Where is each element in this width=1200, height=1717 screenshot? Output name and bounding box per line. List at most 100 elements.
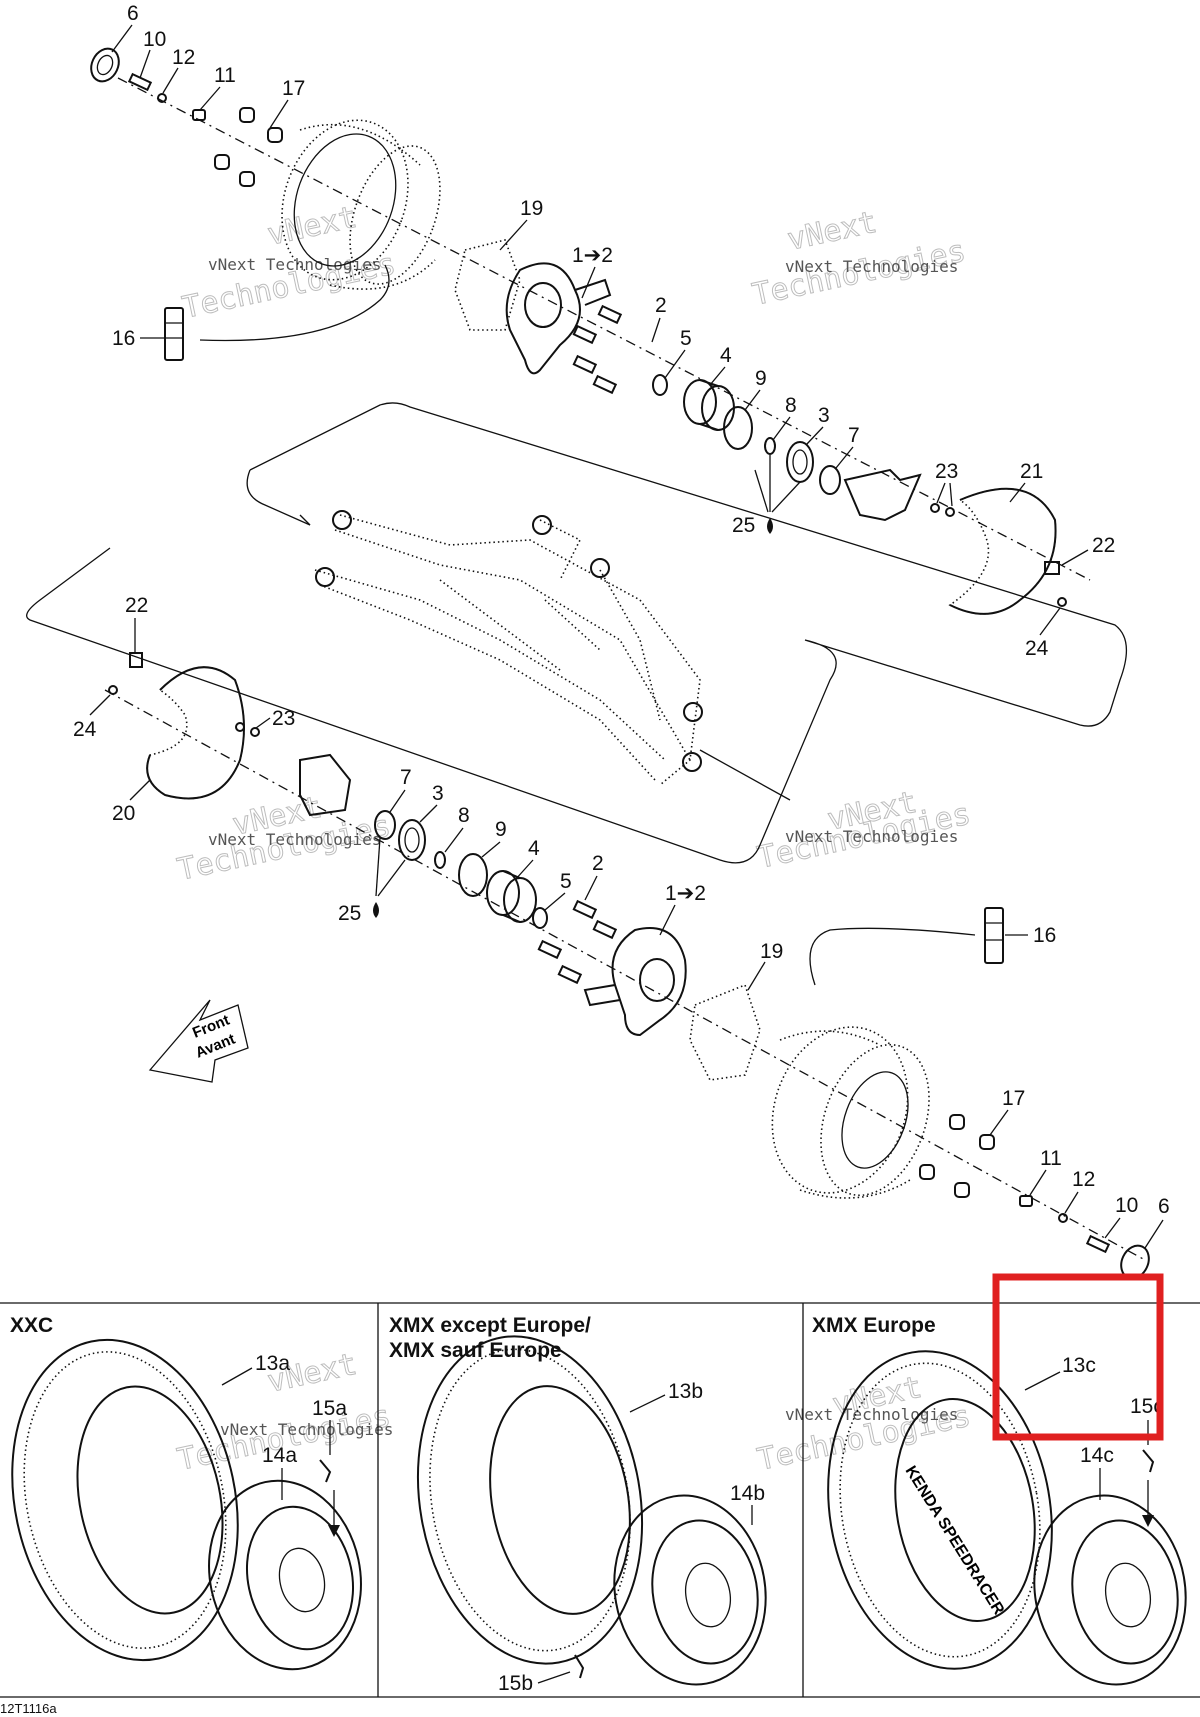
- watermark-group: vNext Technologies vNext Technologies vN…: [174, 199, 974, 1478]
- swing-arm-part: [599, 569, 661, 721]
- bolt-part: [592, 919, 618, 940]
- leader-line: [659, 904, 676, 936]
- callout-14b: 14b: [730, 1482, 765, 1505]
- rim-hub: [1104, 1562, 1152, 1628]
- callout-2: 2: [655, 294, 667, 317]
- bearing-part: [502, 914, 521, 923]
- drawing-code: 12T1116a: [0, 1701, 57, 1716]
- brake-disc-part: [146, 666, 245, 800]
- arrow-line: [699, 749, 791, 801]
- callout-9: 9: [755, 367, 767, 390]
- leader-line: [629, 1394, 666, 1413]
- leader-line: [664, 349, 686, 379]
- watermark-text: vNext: [264, 200, 360, 253]
- wheel-rim-part: [281, 119, 409, 281]
- panel-title-xxc: XXC: [10, 1314, 53, 1337]
- tire-brand-text: KENDA SPEEDRACER: [902, 1463, 1008, 1618]
- oil-drop-icon: [373, 902, 379, 918]
- leader-line: [754, 469, 769, 513]
- pivot-part: [683, 702, 703, 722]
- callout-7: 7: [848, 424, 860, 447]
- knuckle-part: [524, 282, 562, 328]
- leader-line: [221, 1367, 253, 1386]
- callout-8-lower: 8: [458, 804, 470, 827]
- panel-xmx-europe: XMX Europe KENDA SPEEDRACER 13c 15c 14c: [812, 1314, 1187, 1686]
- rim-part: [1033, 1494, 1187, 1686]
- leader-line: [1061, 549, 1089, 566]
- leader-line: [936, 482, 946, 504]
- wheel-rim-part: [293, 133, 397, 267]
- bolt-part: [127, 72, 153, 92]
- callout-14c: 14c: [1080, 1444, 1114, 1467]
- brake-disc-part: [948, 487, 1057, 615]
- bearing-part: [699, 379, 719, 387]
- wheel-nut-part: [239, 107, 255, 123]
- callout-12-lower: 12: [1072, 1168, 1095, 1191]
- callout-11: 11: [214, 64, 236, 87]
- leader-line: [255, 717, 271, 729]
- swing-arm-assembly: [26, 402, 1127, 864]
- tire-part: [827, 1350, 1053, 1670]
- callout-9-lower: 9: [495, 818, 507, 841]
- callout-24: 24: [1025, 637, 1049, 660]
- tire-part: [416, 1335, 644, 1665]
- callout-8: 8: [785, 394, 797, 417]
- callout-25: 25: [732, 514, 755, 537]
- knuckle-part: [505, 262, 581, 375]
- hub-flange-part: [843, 468, 922, 522]
- callouts-lower: 22 24 23 20 7 3 8 9 4 2 5 25 1➔2 19 16 1…: [73, 594, 1170, 1249]
- callout-16: 16: [112, 327, 135, 350]
- wheel-nut-part: [267, 127, 283, 143]
- callout-22: 22: [1092, 534, 1115, 557]
- watermark-text: vNext Technologies: [208, 830, 381, 849]
- callout-24-lower: 24: [73, 718, 97, 741]
- leader-line: [537, 1671, 571, 1684]
- valve-part: [984, 907, 1004, 964]
- arrow-head: [299, 514, 311, 526]
- callout-11-lower: 11: [1040, 1147, 1062, 1170]
- leader-line: [949, 482, 953, 507]
- callout-5-lower: 5: [560, 870, 572, 893]
- bolt-part: [572, 324, 598, 345]
- leader-line: [1009, 482, 1026, 503]
- leader-line: [1104, 1217, 1121, 1239]
- oring-part: [374, 810, 396, 840]
- screw-part: [108, 685, 118, 695]
- callout-2-lower: 2: [592, 852, 604, 875]
- arrow-head: [328, 1525, 340, 1537]
- panel-xmx-except-europe: XMX except Europe/ XMX sauf Europe 13b 1…: [389, 1314, 767, 1695]
- rim-part: [651, 1519, 759, 1665]
- leader-line: [771, 481, 801, 513]
- callout-21: 21: [1020, 460, 1043, 483]
- oil-drop-icon: [767, 518, 773, 534]
- bolt-part: [597, 304, 623, 325]
- spacer-part: [652, 374, 668, 396]
- knuckle-part: [583, 984, 621, 1007]
- screw-part: [1057, 597, 1067, 607]
- seal-part: [404, 827, 420, 853]
- tire-variant-panels: XXC 13a 15a 14a XMX except Europe/ XMX s…: [0, 1273, 1200, 1716]
- bolt-part: [572, 354, 598, 375]
- oring-part: [764, 437, 776, 455]
- pivot-part: [532, 515, 552, 535]
- wheel-rim-part: [771, 1026, 909, 1194]
- assembly-outline: [26, 402, 1127, 864]
- callout-6: 6: [127, 2, 139, 25]
- front-direction-arrow: Front Avant: [148, 999, 249, 1083]
- callout-20: 20: [112, 802, 135, 825]
- callout-1to2: 1➔2: [572, 244, 613, 267]
- swing-arm-part: [314, 569, 666, 761]
- callout-15b: 15b: [498, 1672, 533, 1695]
- bolt-part: [572, 899, 598, 920]
- bracket-part: [1044, 561, 1060, 575]
- seal-part: [398, 819, 426, 861]
- leader-line: [111, 24, 133, 53]
- callout-13b: 13b: [668, 1380, 703, 1403]
- swing-arm-part: [539, 519, 582, 581]
- bearing-part: [701, 385, 735, 431]
- oring-part: [434, 851, 446, 869]
- wheel-rim-part: [779, 1030, 881, 1046]
- callout-10: 10: [143, 28, 166, 51]
- leader-line: [1029, 1169, 1047, 1196]
- callout-17-lower: 17: [1002, 1087, 1025, 1110]
